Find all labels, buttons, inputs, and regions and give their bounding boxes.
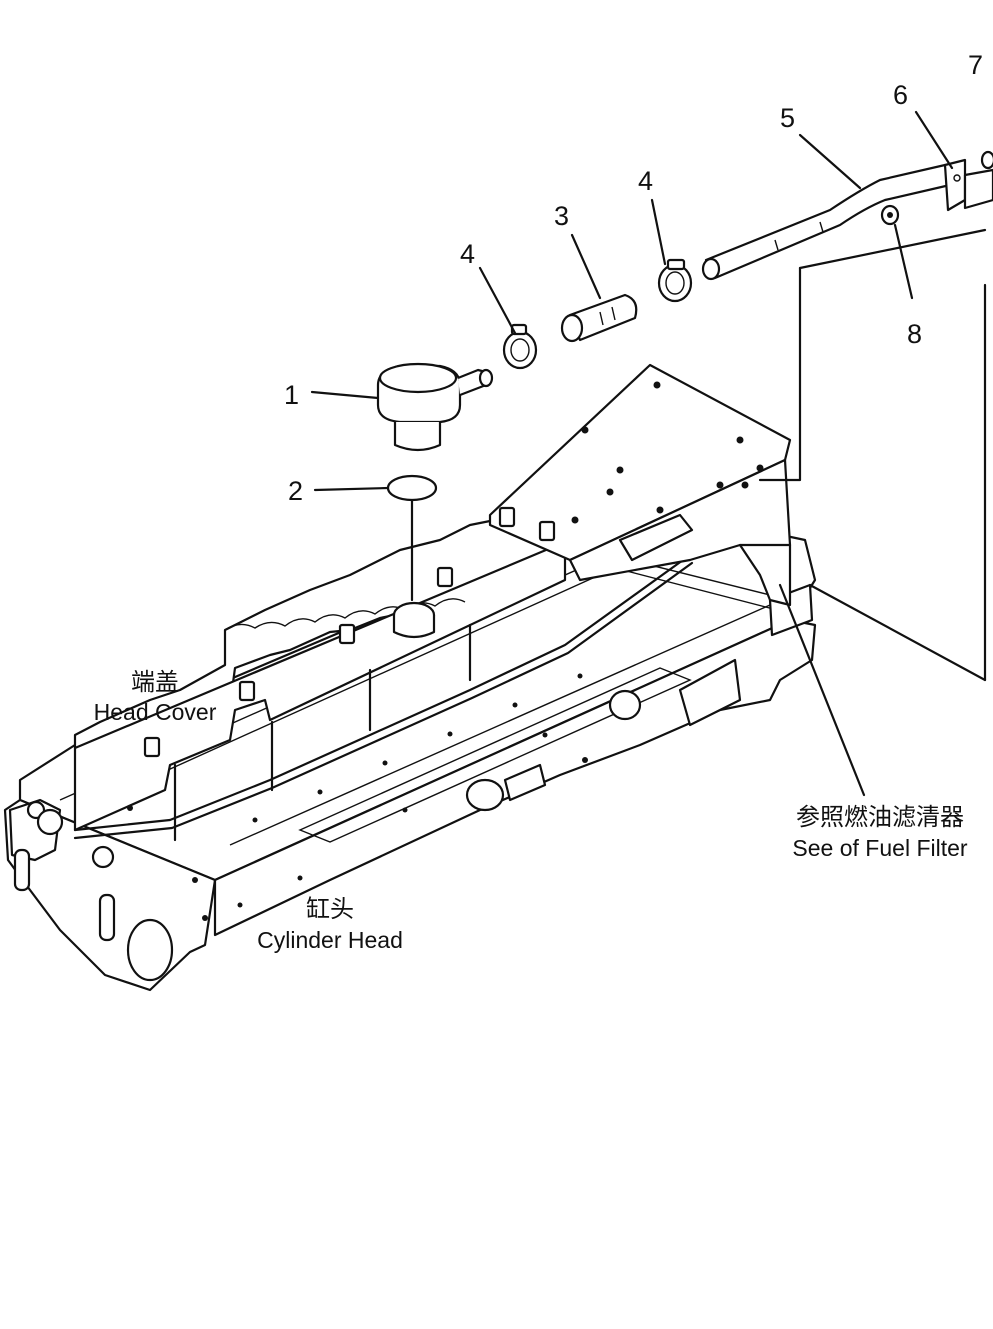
label-cylinder-head-zh: 缸头: [306, 895, 354, 923]
label-head-cover-en: Head Cover: [94, 699, 217, 725]
part-8-washer: [880, 204, 900, 226]
part-7-fitting: [980, 150, 993, 170]
filter-bracket: [488, 363, 792, 607]
cylinder-head: [3, 503, 817, 992]
callout-3: 3: [554, 201, 569, 231]
callout-2: 2: [288, 476, 303, 506]
callout-1: 1: [284, 380, 299, 410]
head-cover: [73, 518, 694, 842]
fuel-filter-reference: [758, 228, 987, 797]
callout-5: 5: [780, 103, 795, 133]
part-3-hose: [560, 293, 638, 343]
label-head-cover-zh: 端盖: [131, 668, 179, 696]
callout-4-right: 4: [638, 166, 653, 196]
part-4-clamp-right: [657, 258, 693, 303]
callout-6: 6: [893, 80, 908, 110]
callout-8: 8: [907, 319, 922, 349]
callout-4-left: 4: [460, 239, 475, 269]
label-fuel-filter-en: See of Fuel Filter: [792, 835, 967, 861]
label-cylinder-head-en: Cylinder Head: [257, 927, 403, 953]
part-6-clip: [943, 158, 993, 212]
callout-7: 7: [968, 50, 983, 80]
part-2-o-ring: [386, 474, 438, 602]
label-fuel-filter-zh: 参照燃油滤清器: [796, 803, 964, 831]
leader-lines: [310, 110, 954, 492]
part-1-breather: [376, 362, 494, 452]
part-4-clamp-left: [502, 323, 538, 370]
